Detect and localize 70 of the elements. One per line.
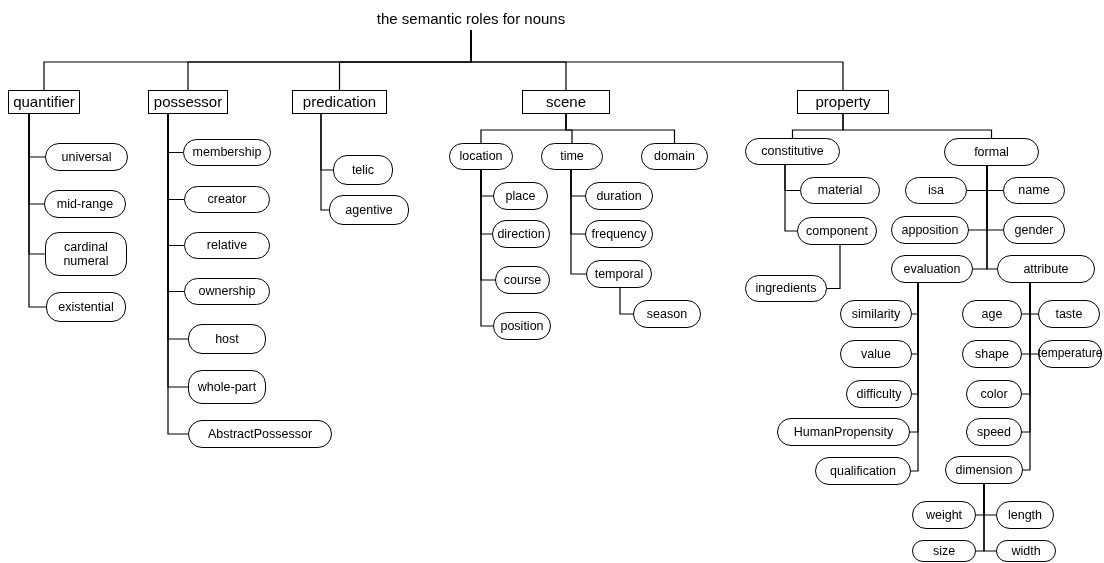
role-pill: ownership [184,278,270,305]
role-pill: material [800,177,880,204]
role-pill: universal [45,143,128,171]
connector-line [619,287,634,315]
connector-line [983,483,997,552]
role-pill: host [188,324,266,354]
role-pill: duration [585,182,653,210]
role-pill: temporal [586,260,652,288]
role-pill: time [541,143,603,170]
category-box: predication [292,90,387,114]
connector-line [28,113,47,308]
role-pill: frequency [585,220,653,248]
role-pill: age [962,300,1022,328]
role-pill: width [996,540,1056,562]
role-pill: formal [944,138,1039,166]
category-box: possessor [148,90,228,114]
connector-line [842,113,993,139]
connector-line [320,113,330,211]
role-pill: course [495,266,550,294]
connector-line [565,113,676,144]
category-box: quantifier [8,90,80,114]
connector-line [910,282,919,472]
connector-line [570,169,587,275]
role-pill: location [449,143,513,170]
role-pill: weight [912,501,976,529]
role-pill: AbstractPossessor [188,420,332,448]
role-pill: place [493,182,548,210]
role-pill: speed [966,418,1022,446]
role-pill: color [966,380,1022,408]
role-pill: cardinal numeral [45,232,127,276]
role-pill: relative [184,232,270,259]
role-pill: existential [46,292,126,322]
role-pill: position [493,312,551,340]
role-pill: telic [333,155,393,185]
role-pill: evaluation [891,255,973,283]
role-pill: ingredients [745,275,827,302]
role-pill: season [633,300,701,328]
category-box: property [797,90,889,114]
role-pill: value [840,340,912,368]
category-box: scene [522,90,610,114]
role-pill: attribute [997,255,1095,283]
role-pill: agentive [329,195,409,225]
role-pill: length [996,501,1054,529]
role-pill: difficulty [846,380,912,408]
role-pill: component [797,217,877,245]
role-pill: taste [1038,300,1100,328]
role-pill: constitutive [745,138,840,165]
role-pill: gender [1003,216,1065,244]
role-pill: similarity [840,300,912,328]
role-pill: name [1003,177,1065,204]
connector-line [826,244,841,290]
role-pill: domain [641,143,708,170]
role-pill: temperature [1038,340,1102,368]
connector-line [986,165,998,270]
tree-title: the semantic roles for nouns [336,8,606,30]
role-pill: direction [492,220,550,248]
role-pill: creator [184,186,270,213]
connector-line [784,164,798,232]
role-pill: apposition [891,216,969,244]
role-pill: whole-part [188,370,266,404]
role-pill: membership [183,139,271,166]
connector-line [480,169,494,327]
role-pill: size [912,540,976,562]
role-pill: qualification [815,457,911,485]
role-pill: mid-range [44,190,126,218]
role-pill: shape [962,340,1022,368]
role-pill: dimension [945,456,1023,484]
role-pill: isa [905,177,967,204]
role-pill: HumanPropensity [777,418,910,446]
connector-line [1022,282,1031,471]
